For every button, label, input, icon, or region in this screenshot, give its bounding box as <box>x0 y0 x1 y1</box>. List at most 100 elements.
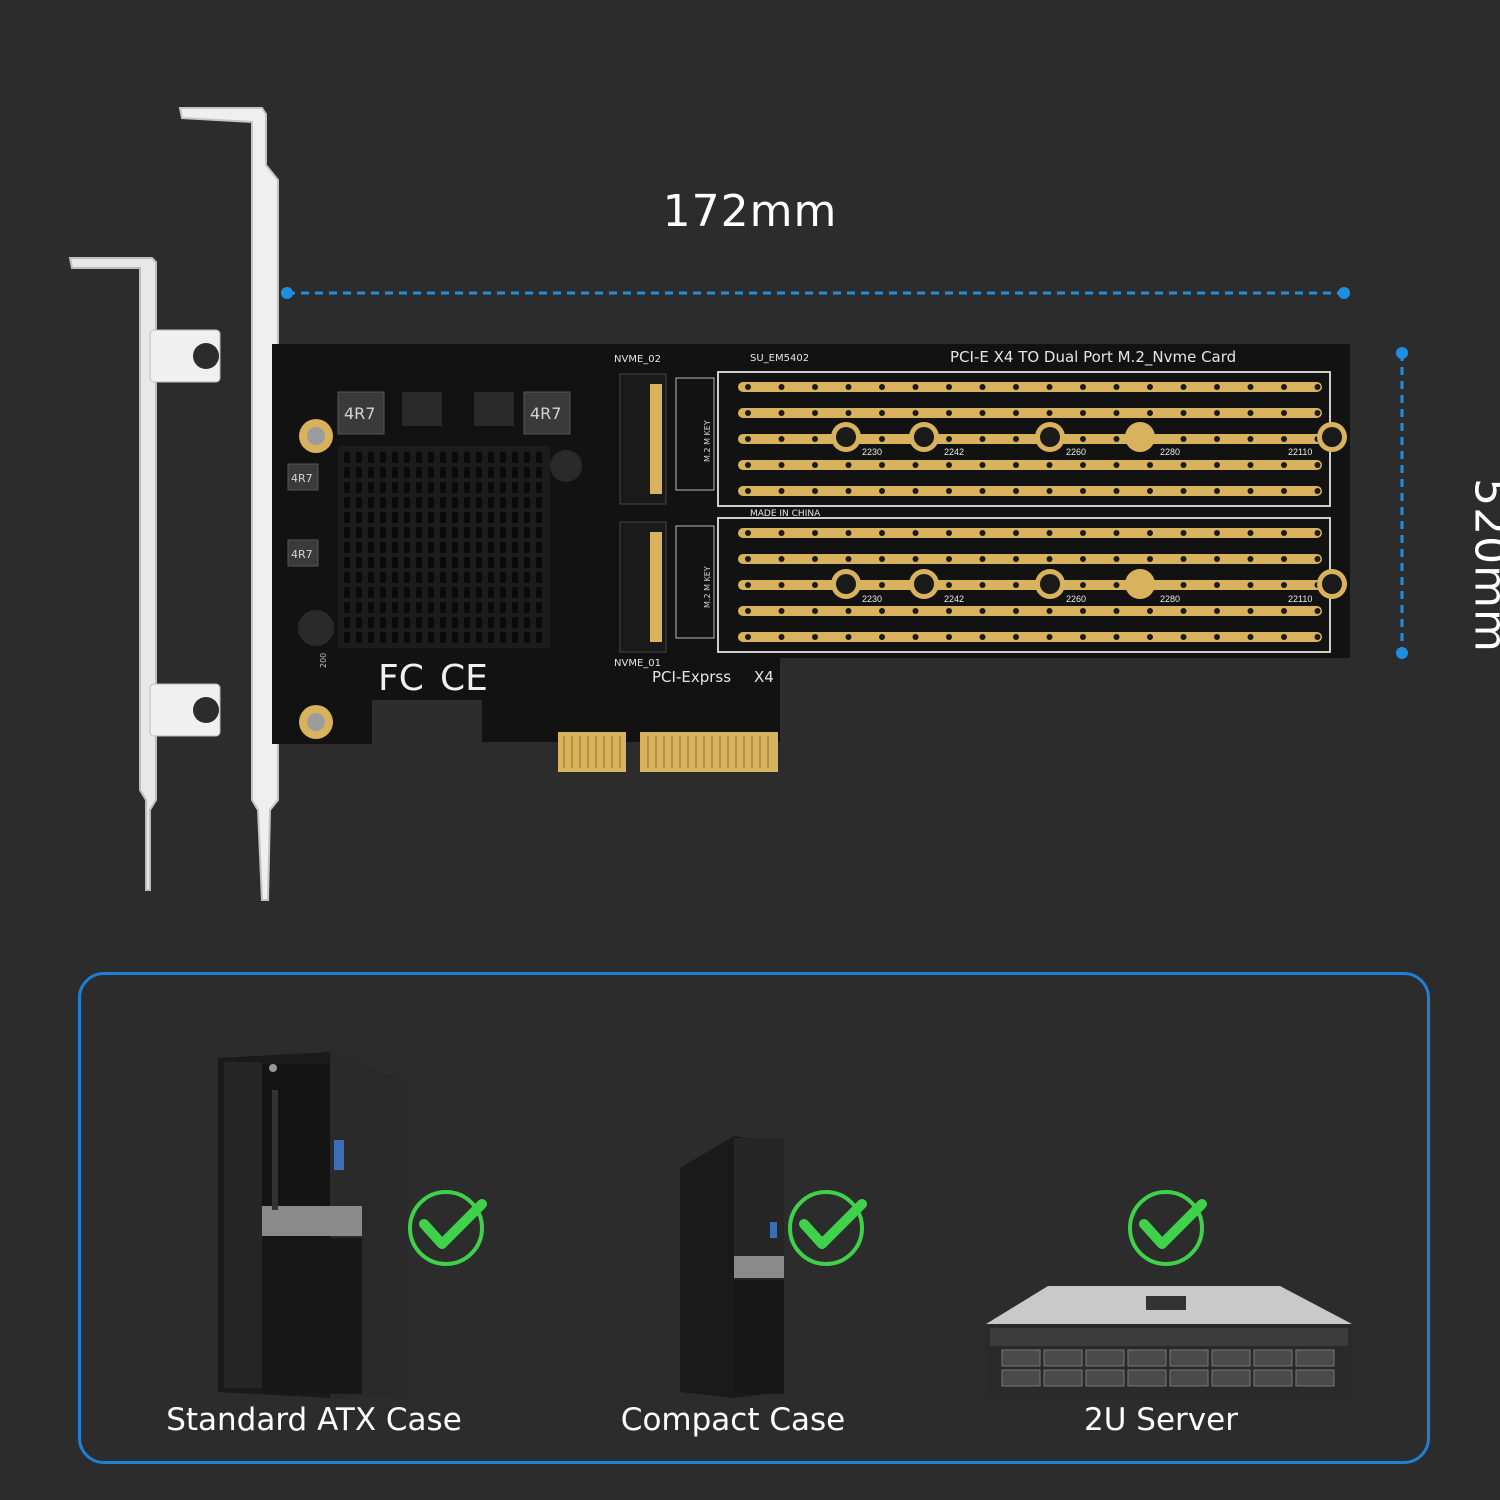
mounting-holes <box>299 419 333 739</box>
strip-via <box>1080 608 1086 614</box>
compat-label-server: 2U Server <box>1084 1402 1238 1438</box>
strip-via <box>1113 530 1120 536</box>
heatsink-fin <box>488 482 494 493</box>
strip-via <box>1013 462 1019 468</box>
strip-via <box>912 488 919 494</box>
heatsink-fin <box>512 482 518 493</box>
full-height-bracket <box>178 107 279 901</box>
strip-via <box>812 410 818 416</box>
heatsink-fin <box>368 467 374 478</box>
strip-via <box>1147 556 1153 562</box>
strip-via <box>1214 582 1220 588</box>
heatsink-fin <box>416 542 422 553</box>
heatsink-fin <box>380 527 386 538</box>
strip-via <box>1046 488 1053 494</box>
heatsink-fin <box>440 557 446 568</box>
standoff-hole <box>1040 427 1060 447</box>
heatsink-fin <box>476 587 482 598</box>
heatsink-fin <box>488 527 494 538</box>
strip-via <box>946 582 952 588</box>
heatsink-fin <box>464 632 470 643</box>
strip-via <box>1147 462 1153 468</box>
heatsink-fin <box>500 452 506 463</box>
strip-via <box>1147 410 1153 416</box>
heatsink-fin <box>500 497 506 508</box>
heatsink-fin <box>536 632 542 643</box>
heatsink-fin <box>380 587 386 598</box>
strip-via <box>1080 634 1086 640</box>
strip-via <box>745 384 751 390</box>
server-drive-bay <box>1043 1349 1083 1367</box>
heatsink-fin <box>452 587 458 598</box>
heatsink-fin <box>416 527 422 538</box>
strip-via <box>879 488 885 494</box>
strip-via <box>812 608 818 614</box>
heatsink-fin <box>452 632 458 643</box>
strip-via <box>1247 384 1254 390</box>
standoff-hole <box>1322 427 1342 447</box>
heatsink-fin <box>452 557 458 568</box>
heatsink-fin <box>524 482 530 493</box>
heatsink-fin <box>488 467 494 478</box>
strip-via <box>745 530 751 536</box>
heatsink-fin <box>416 617 422 628</box>
strip-via <box>1113 436 1120 442</box>
heatsink-fin <box>428 452 434 463</box>
strip-via <box>845 556 852 562</box>
strip-via <box>979 410 986 416</box>
mark-top-2280: 2280 <box>1160 447 1180 457</box>
server-drive-bay <box>1169 1369 1209 1387</box>
length-standoffs <box>831 422 1347 599</box>
heatsink-fin <box>356 527 362 538</box>
heatsink-fin <box>488 617 494 628</box>
strip-via <box>1247 634 1254 640</box>
heatsink-fin <box>392 467 398 478</box>
strip-via <box>778 436 785 442</box>
heatsink-fin <box>428 557 434 568</box>
heatsink-fin <box>488 452 494 463</box>
heatsink-fin <box>452 512 458 523</box>
heatsink-fin <box>440 527 446 538</box>
strip-via <box>812 556 818 562</box>
strip-via <box>1247 436 1254 442</box>
strip-via <box>912 384 919 390</box>
strip-via <box>812 436 818 442</box>
heatsink-fin <box>380 512 386 523</box>
heatsink-fin <box>512 617 518 628</box>
strip-via <box>1214 384 1220 390</box>
heatsink-fin <box>536 587 542 598</box>
heatsink-fin <box>464 497 470 508</box>
strip-via <box>946 530 952 536</box>
strip-via <box>1113 634 1120 640</box>
strip-via <box>845 462 852 468</box>
fc-mark: FC <box>378 658 424 699</box>
mark-top-2260: 2260 <box>1066 447 1086 457</box>
strip-via <box>1214 488 1220 494</box>
heatsink-fin <box>488 632 494 643</box>
heatsink-fin <box>464 617 470 628</box>
heatsink-fin <box>344 557 350 568</box>
heatsink-fin <box>428 617 434 628</box>
strip-via <box>912 608 919 614</box>
strip-via <box>912 634 919 640</box>
heatsink-fin <box>488 497 494 508</box>
heatsink-fin <box>416 587 422 598</box>
strip-via <box>1046 410 1053 416</box>
inductors <box>287 391 582 646</box>
strip-via <box>1214 530 1220 536</box>
strip-via <box>1180 488 1187 494</box>
heatsink-fin <box>524 527 530 538</box>
strip-via <box>1281 488 1287 494</box>
mark-top-22110: 22110 <box>1288 447 1312 457</box>
ce-mark: CE <box>440 658 488 699</box>
mark-bottom-2280: 2280 <box>1160 594 1180 604</box>
small-inductor-label-top: 4R7 <box>291 472 313 485</box>
strip-via <box>979 436 986 442</box>
heatsink-fin <box>344 542 350 553</box>
strip-via <box>745 556 751 562</box>
heatsink-fin <box>536 527 542 538</box>
strip-via <box>1314 608 1321 614</box>
server-drive-bay <box>1043 1369 1083 1387</box>
strip-via <box>1113 488 1120 494</box>
heatsink-fin <box>380 452 386 463</box>
